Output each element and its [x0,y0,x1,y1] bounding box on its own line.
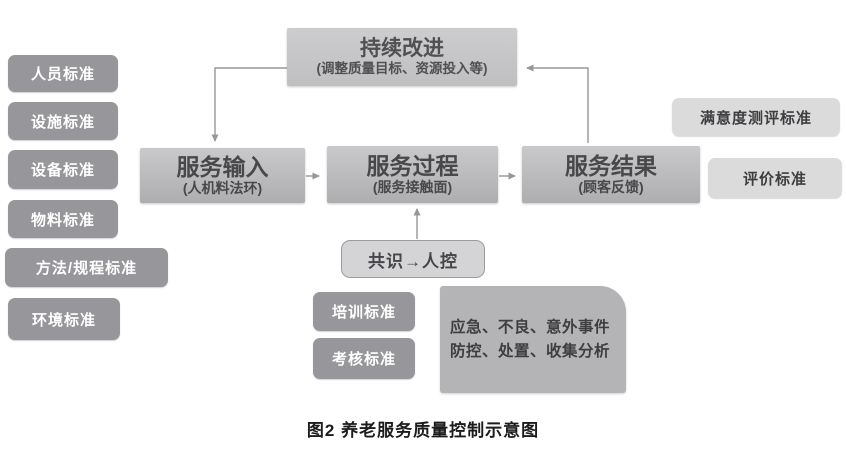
environment-standard-label: 环境标准 [31,311,96,329]
incident-handling-box: 应急、不良、意外事件 防控、处置、收集分析 [440,286,626,393]
incident-handling-line1: 应急、不良、意外事件 [450,319,611,337]
continuous-improvement-box: 持续改进 (调整质量目标、资源投入等) [287,28,517,86]
method-procedure-standard-box: 方法/规程标准 [5,248,168,287]
arrow-result-to-improve [526,64,589,143]
service-process-box: 服务过程 (服务接触面) [327,146,498,203]
assessment-standard-box: 考核标准 [313,338,415,379]
service-input-subtitle: (人机料法环) [182,180,263,197]
environment-standard-box: 环境标准 [8,298,120,340]
satisfaction-eval-standard-box: 满意度测评标准 [672,98,840,136]
method-procedure-standard-label: 方法/规程标准 [35,260,138,277]
figure-caption: 图2 养老服务质量控制示意图 [306,421,540,440]
service-result-title: 服务结果 [565,152,657,179]
training-standard-box: 培训标准 [313,292,415,331]
facility-standard-label: 设施标准 [30,113,95,131]
incident-handling-line2: 防控、处置、收集分析 [450,342,611,360]
satisfaction-eval-standard-label: 满意度测评标准 [699,109,812,127]
service-result-subtitle: (顾客反馈) [578,179,644,196]
equipment-standard-label: 设备标准 [30,162,95,179]
material-standard-box: 物料标准 [8,200,118,238]
service-process-subtitle: (服务接触面) [372,179,453,196]
personnel-standard-label: 人员标准 [30,66,95,83]
evaluation-standard-box: 评价标准 [708,158,842,198]
facility-standard-box: 设施标准 [8,102,118,140]
consensus-human-control-label: 共识→人控 [368,251,458,271]
training-standard-label: 培训标准 [331,304,396,321]
service-process-title: 服务过程 [366,152,459,179]
equipment-standard-box: 设备标准 [8,150,118,189]
evaluation-standard-label: 评价标准 [742,170,807,188]
service-input-title: 服务输入 [176,153,269,180]
service-result-box: 服务结果 (顾客反馈) [522,146,700,203]
assessment-standard-label: 考核标准 [331,351,396,368]
arrow-improve-to-input [211,67,287,142]
material-standard-label: 物料标准 [30,211,95,229]
continuous-improvement-title: 持续改进 [360,36,444,60]
service-input-box: 服务输入 (人机料法环) [140,148,305,203]
personnel-standard-box: 人员标准 [8,55,118,92]
continuous-improvement-subtitle: (调整质量目标、资源投入等) [316,60,488,76]
consensus-human-control-box: 共识→人控 [341,240,485,278]
